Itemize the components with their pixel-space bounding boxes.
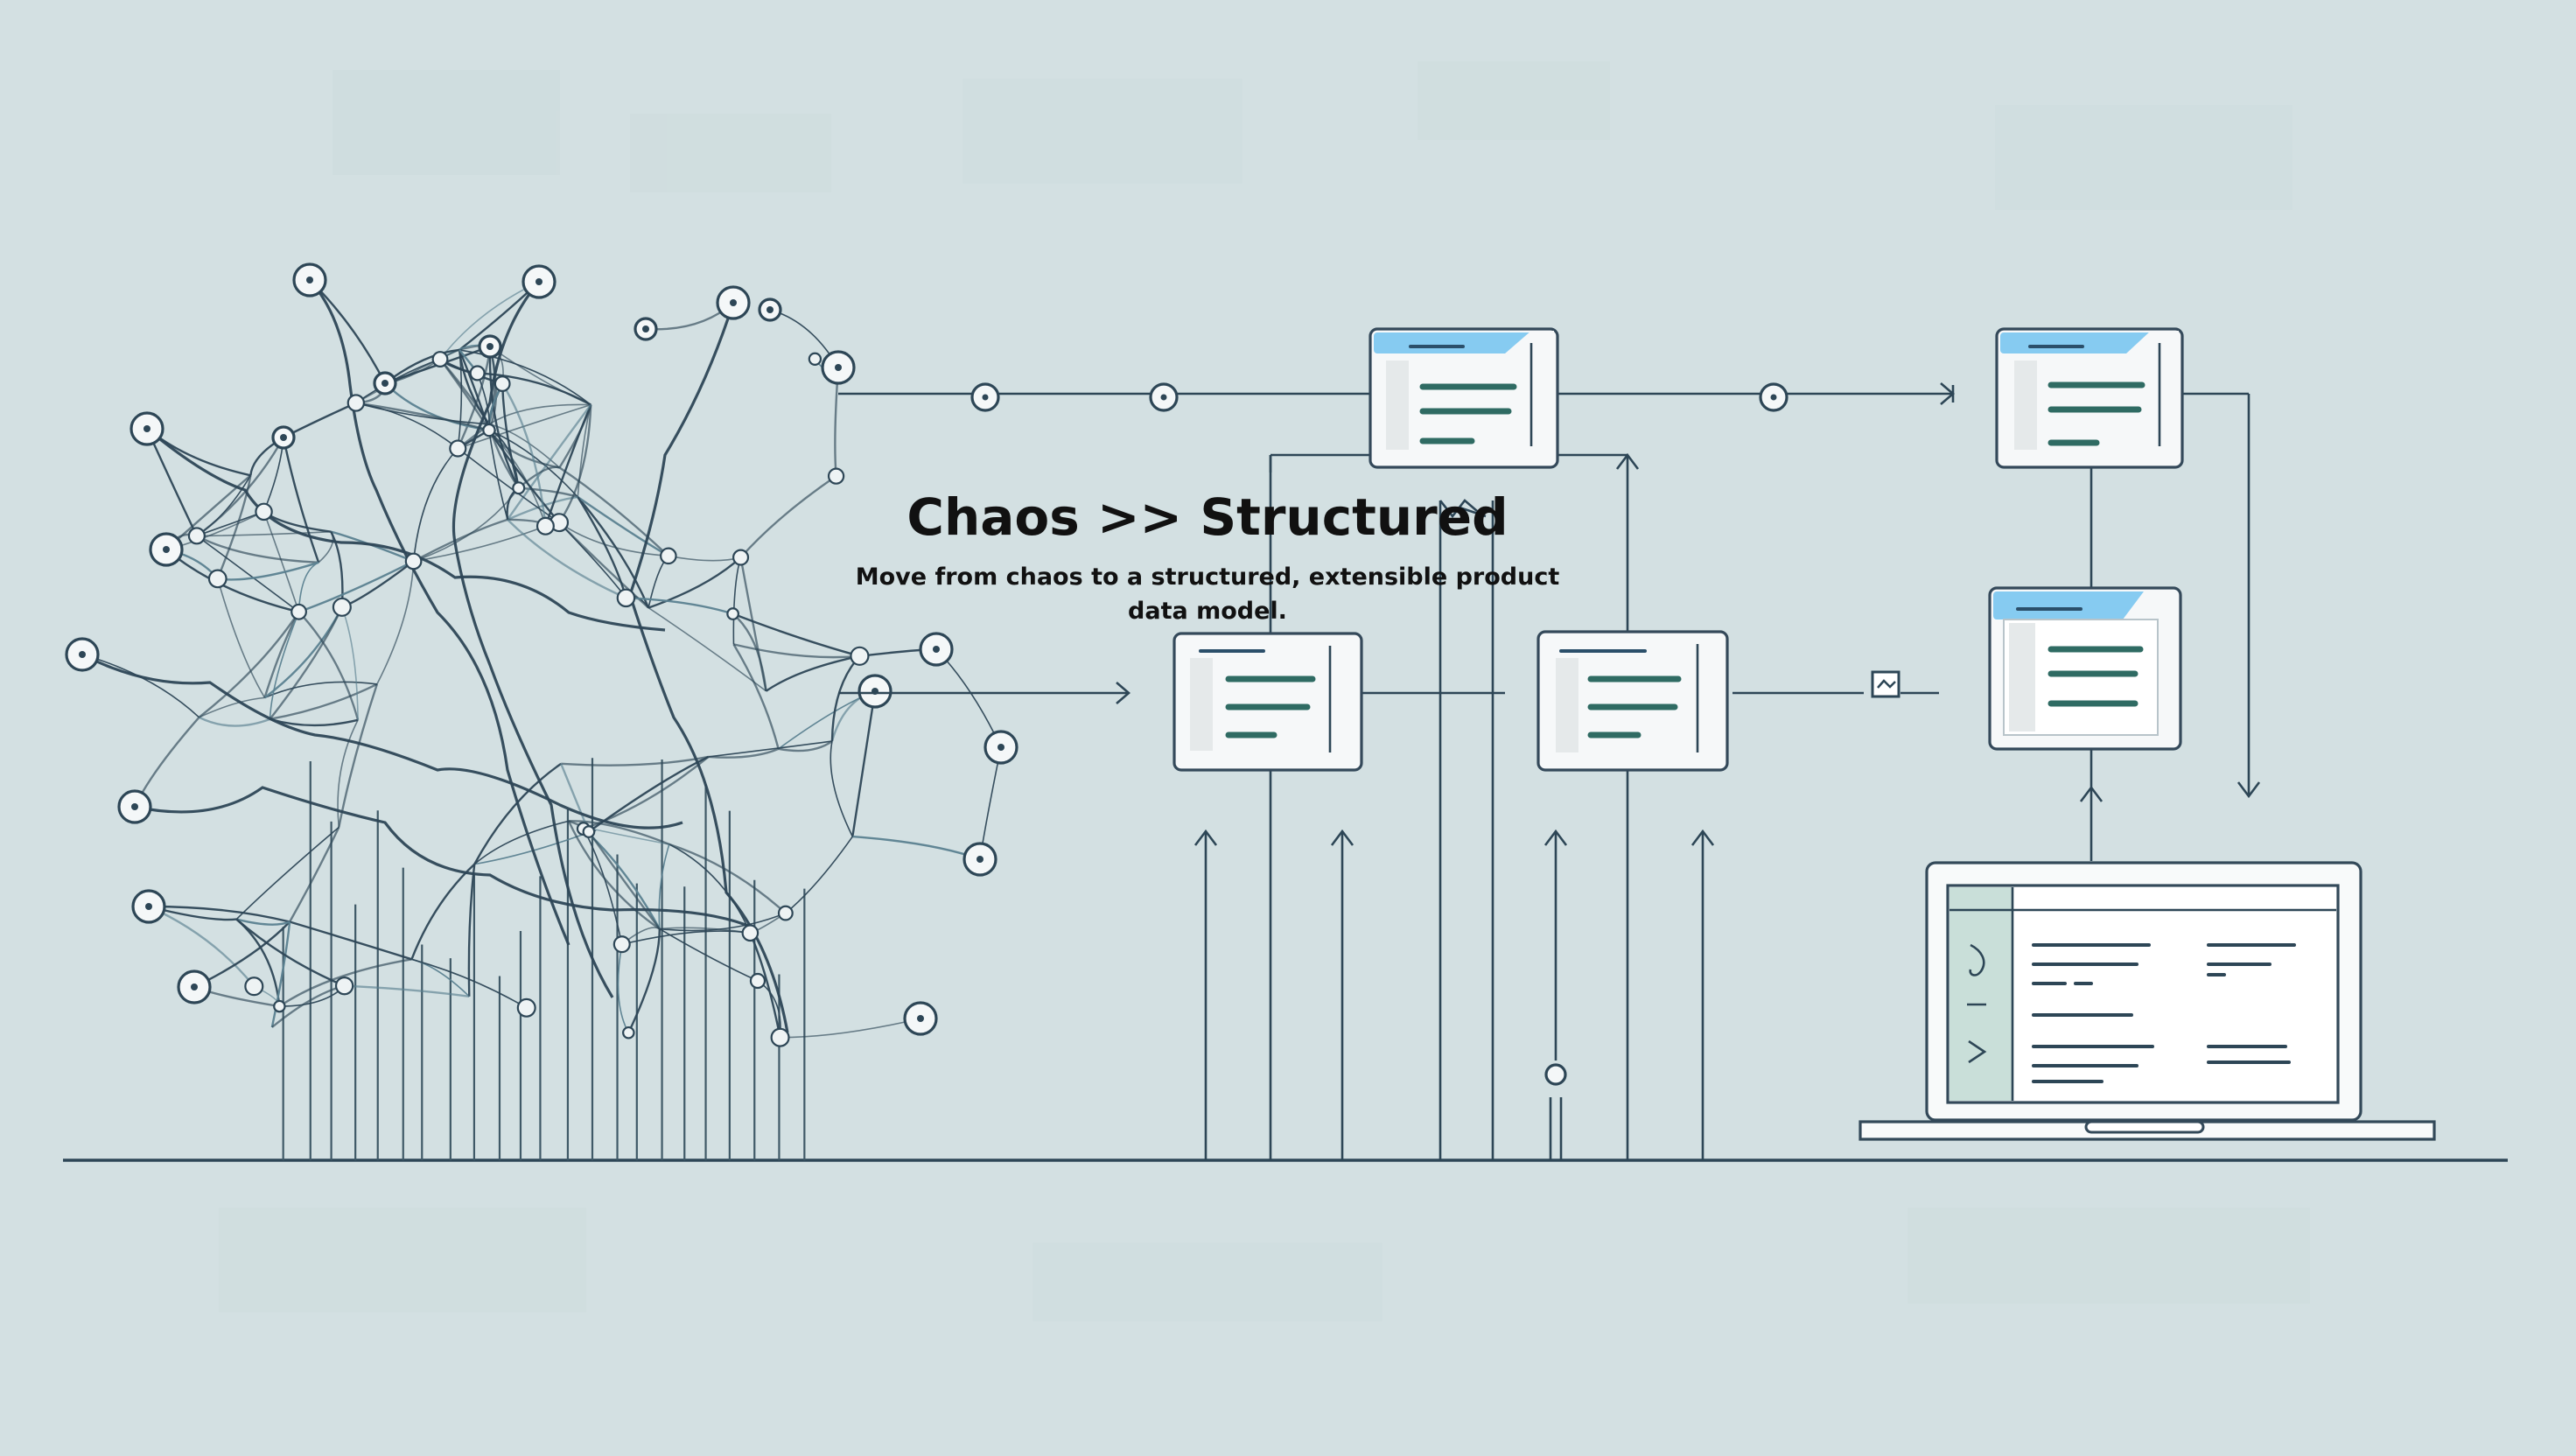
diagram-subtitle: Move from chaos to a structured, extensi…	[855, 564, 1560, 626]
card-top-center	[1368, 327, 1559, 469]
card-top-right	[1995, 327, 2184, 469]
card-middle-center	[1536, 630, 1729, 772]
card-middle-left	[1172, 632, 1363, 772]
flow-top	[838, 382, 1955, 412]
diagram-title: Chaos >> Structured	[906, 487, 1508, 547]
card-middle-right	[1988, 586, 2182, 751]
laptop-icon	[1858, 861, 2436, 1141]
chaos-network	[65, 262, 1018, 1160]
flow-middle	[838, 670, 1939, 704]
vertical-connectors	[1194, 392, 2261, 1160]
